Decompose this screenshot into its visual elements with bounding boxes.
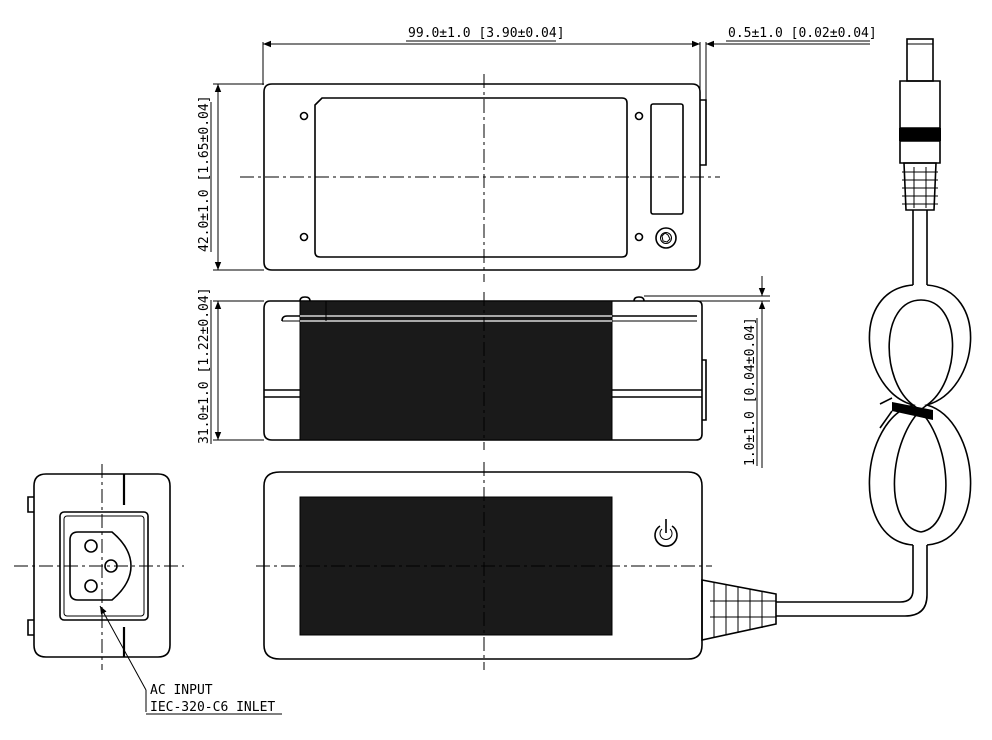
width-dimension-label: 42.0±1.0 [1.65±0.04] [197, 95, 212, 252]
top-view: 42.0±1.0 [1.65±0.04] [197, 74, 720, 282]
bottom-view [256, 462, 712, 670]
step-dimension-label: 1.0±1.0 [0.04±0.04] [743, 317, 758, 466]
offset-dimension-label: 0.5±1.0 [0.02±0.04] [728, 26, 877, 41]
side-view: 1.0±1.0 [0.04±0.04] 31.0±1.0 [1.22±0.04] [197, 276, 770, 468]
power-icon [654, 519, 678, 547]
ac-inlet-end-view: AC INPUT IEC-320-C6 INLET [14, 464, 282, 715]
length-dimension-label: 99.0±1.0 [3.90±0.04] [408, 26, 565, 41]
callout-line-2: IEC-320-C6 INLET [150, 700, 275, 715]
top-dimension-group: 99.0±1.0 [3.90±0.04] 0.5±1.0 [0.02±0.04] [262, 26, 877, 100]
screw-icon [655, 227, 677, 249]
callout-line-1: AC INPUT [150, 683, 213, 698]
dc-cable [701, 38, 972, 641]
height-dimension-label: 31.0±1.0 [1.22±0.04] [197, 287, 212, 444]
